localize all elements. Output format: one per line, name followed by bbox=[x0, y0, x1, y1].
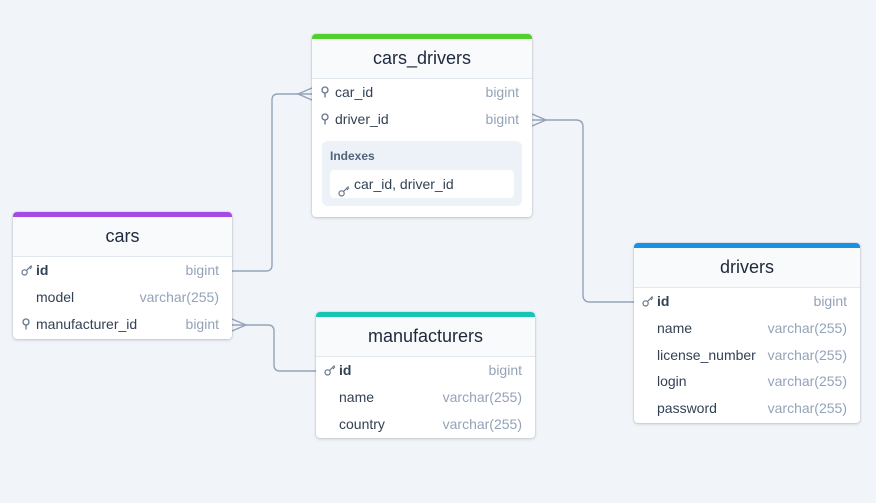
field-row[interactable]: password varchar(255) bbox=[634, 395, 860, 422]
field-name: license_number bbox=[657, 346, 756, 363]
field-name: id bbox=[657, 293, 670, 309]
foreign-key-icon bbox=[320, 79, 334, 105]
table-manufacturers[interactable]: manufacturers id bigint name varchar(255… bbox=[316, 312, 535, 438]
primary-key-icon bbox=[324, 357, 338, 383]
field-name: manufacturer_id bbox=[36, 315, 138, 332]
index-item[interactable]: car_id, driver_id bbox=[330, 169, 514, 198]
field-row[interactable]: country varchar(255) bbox=[316, 411, 535, 438]
field-type: varchar(255) bbox=[442, 415, 522, 432]
field-name: car_id bbox=[335, 84, 374, 100]
field-name: name bbox=[657, 319, 693, 336]
crowfoot-icon bbox=[231, 318, 247, 332]
field-row[interactable]: driver_id bigint bbox=[312, 106, 532, 133]
field-name: password bbox=[657, 400, 717, 417]
field-row[interactable]: model varchar(255) bbox=[13, 284, 232, 311]
field-row[interactable]: name varchar(255) bbox=[634, 315, 860, 342]
field-type: bigint bbox=[813, 293, 847, 309]
field-name: driver_id bbox=[335, 110, 389, 127]
table-color-bar bbox=[13, 212, 232, 217]
field-type: bigint bbox=[185, 315, 219, 332]
field-type: varchar(255) bbox=[767, 373, 847, 390]
relationship-drivers-cars-drivers[interactable] bbox=[531, 119, 635, 303]
field-row[interactable]: id bigint bbox=[634, 288, 860, 315]
key-icon bbox=[338, 178, 350, 206]
field-name: id bbox=[36, 262, 49, 278]
field-row[interactable]: id bigint bbox=[13, 257, 232, 284]
crowfoot-icon bbox=[297, 87, 313, 101]
field-name: model bbox=[36, 288, 75, 305]
index-columns: car_id, driver_id bbox=[354, 175, 454, 192]
field-type: bigint bbox=[485, 110, 519, 127]
table-color-bar bbox=[316, 312, 535, 317]
table-color-bar bbox=[634, 243, 860, 248]
field-row[interactable]: name varchar(255) bbox=[316, 384, 535, 411]
indexes-panel: Indexes car_id, driver_id bbox=[322, 140, 522, 206]
field-row[interactable]: id bigint bbox=[316, 357, 535, 384]
crowfoot-icon bbox=[531, 113, 547, 127]
table-color-bar bbox=[312, 34, 532, 39]
table-cars[interactable]: cars id bigint model varchar(255) manufa… bbox=[13, 212, 232, 339]
field-type: varchar(255) bbox=[767, 346, 847, 363]
table-title[interactable]: manufacturers bbox=[316, 317, 535, 357]
field-name: name bbox=[339, 388, 375, 405]
field-row[interactable]: login varchar(255) bbox=[634, 368, 860, 395]
field-type: varchar(255) bbox=[767, 319, 847, 336]
field-type: varchar(255) bbox=[139, 288, 219, 305]
table-title[interactable]: cars bbox=[13, 217, 232, 257]
relationship-cars-cars-drivers[interactable] bbox=[231, 93, 313, 272]
primary-key-icon bbox=[642, 288, 656, 314]
field-name: login bbox=[657, 373, 687, 390]
table-drivers[interactable]: drivers id bigint name varchar(255) lice… bbox=[634, 243, 860, 423]
field-type: varchar(255) bbox=[767, 400, 847, 417]
table-cars-drivers[interactable]: cars_drivers car_id bigint driver_id big… bbox=[312, 34, 532, 217]
foreign-key-icon bbox=[21, 311, 35, 337]
field-type: varchar(255) bbox=[442, 388, 522, 405]
foreign-key-icon bbox=[320, 106, 334, 132]
table-title[interactable]: drivers bbox=[634, 248, 860, 288]
field-type: bigint bbox=[485, 84, 519, 100]
field-row[interactable]: car_id bigint bbox=[312, 79, 532, 106]
field-row[interactable]: license_number varchar(255) bbox=[634, 342, 860, 369]
indexes-title: Indexes bbox=[330, 148, 375, 163]
table-title[interactable]: cars_drivers bbox=[312, 39, 532, 79]
field-type: bigint bbox=[185, 262, 219, 278]
field-row[interactable]: manufacturer_id bigint bbox=[13, 311, 232, 338]
primary-key-icon bbox=[21, 257, 35, 283]
relationship-manufacturers-cars[interactable] bbox=[231, 324, 317, 372]
field-name: id bbox=[339, 362, 352, 378]
field-type: bigint bbox=[488, 362, 522, 378]
field-name: country bbox=[339, 415, 385, 432]
